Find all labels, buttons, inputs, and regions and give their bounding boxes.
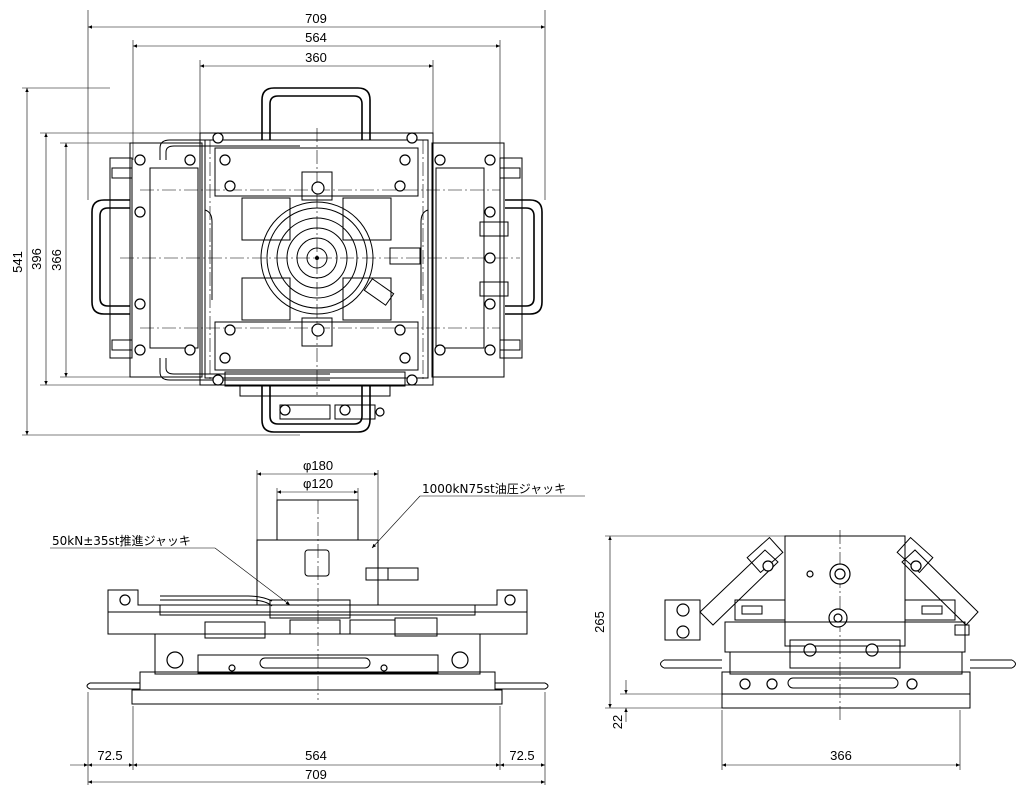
front-dim-709: 709 xyxy=(305,767,327,782)
side-push-jacks xyxy=(699,536,979,626)
front-callouts: 1000kN75st油圧ジャッキ 50kN±35st推進ジャッキ xyxy=(50,482,585,606)
side-view: 265 22 366 xyxy=(592,530,1016,770)
front-dim-phi180: φ180 xyxy=(303,458,333,473)
front-diameter-dimensions: φ180 φ120 xyxy=(256,458,379,540)
front-view: φ180 φ120 1000kN75st油圧ジャッキ 50kN±35st推進ジャ… xyxy=(50,458,585,785)
side-dim-265: 265 xyxy=(592,611,607,633)
top-dim-360: 360 xyxy=(305,50,327,65)
front-dim-564: 564 xyxy=(305,748,327,763)
side-dim-22: 22 xyxy=(610,715,625,729)
front-bottom-dimensions: 72.5 564 72.5 709 xyxy=(70,692,546,785)
top-dim-541: 541 xyxy=(10,251,25,273)
side-carriage xyxy=(660,651,1016,709)
top-view: 709 564 360 541 396 366 xyxy=(10,10,546,436)
top-handles xyxy=(91,87,543,433)
top-dim-396: 396 xyxy=(29,248,44,270)
top-frame xyxy=(109,132,523,420)
front-dim-left-offset: 72.5 xyxy=(97,748,122,763)
top-height-dimensions: 541 396 366 xyxy=(10,87,300,436)
top-dim-564: 564 xyxy=(305,30,327,45)
front-carriage xyxy=(86,633,549,705)
front-brackets xyxy=(107,589,528,635)
front-dim-phi120: φ120 xyxy=(303,476,333,491)
top-pipes xyxy=(159,139,429,381)
side-dim-366: 366 xyxy=(830,748,852,763)
side-dimensions: 265 22 366 xyxy=(592,535,961,770)
front-push-jack xyxy=(160,595,438,639)
top-bolts xyxy=(134,132,496,417)
top-dim-709: 709 xyxy=(305,11,327,26)
front-dim-right-offset: 72.5 xyxy=(509,748,534,763)
side-blocks xyxy=(664,599,970,669)
top-dim-366: 366 xyxy=(49,249,64,271)
side-jack-body xyxy=(784,530,906,720)
label-main-jack: 1000kN75st油圧ジャッキ xyxy=(422,482,566,496)
label-push-jack: 50kN±35st推進ジャッキ xyxy=(52,534,191,548)
